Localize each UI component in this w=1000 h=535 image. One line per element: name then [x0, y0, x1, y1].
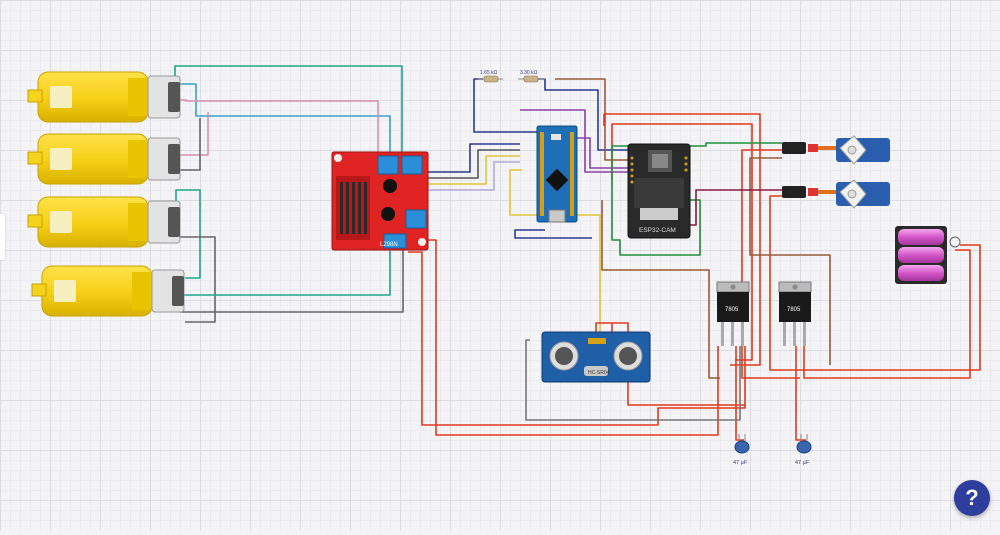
wire-blue-m1: [180, 83, 391, 156]
resistor-2-label: 3.30 kΩ: [520, 70, 538, 76]
wire-gray-m2: [180, 118, 201, 171]
servo-2[interactable]: [782, 179, 890, 209]
motor-2[interactable]: [27, 133, 181, 185]
motor-3[interactable]: [27, 196, 181, 248]
resistor-1-label: 1.65 kΩ: [480, 70, 498, 76]
regulator-2-label: 7805: [787, 307, 801, 313]
wire-brown-servo: [749, 157, 831, 365]
ultrasonic-sensor[interactable]: HC-SR04: [541, 331, 651, 383]
wire-pink-m2: [180, 112, 209, 156]
wire-teal-m4: [180, 248, 391, 296]
capacitor-1-label: 47 µF: [733, 460, 748, 466]
regulator-1-label: 7805: [725, 307, 739, 313]
servo-1[interactable]: [782, 135, 890, 165]
ultrasonic-label: HC-SR04: [588, 370, 610, 376]
wire-red-8: [795, 346, 806, 441]
battery-pack[interactable]: [895, 226, 961, 284]
wire-purple-nano: [520, 109, 630, 173]
wire-navy-us: [514, 229, 592, 239]
wire-gray-us: [525, 339, 741, 421]
side-panel-tab[interactable]: [0, 214, 5, 260]
wire-yellow-d3: [428, 155, 520, 185]
resistor-2[interactable]: 3.30 kΩ: [518, 70, 545, 83]
wire-gray-m4: [180, 248, 404, 313]
wire-brown-reg: [601, 200, 720, 379]
wire-red-3: [595, 322, 745, 406]
wire-green-servo: [611, 142, 782, 256]
wire-red-10: [735, 346, 744, 441]
motor-driver-l298n[interactable]: L298N: [331, 151, 429, 251]
wire-red-4: [603, 113, 761, 366]
wire-gray-m3: [180, 236, 216, 323]
wire-maroon-servo: [690, 189, 782, 226]
wire-gray-d2: [428, 149, 520, 179]
wire-lav-d4: [428, 161, 520, 191]
wire-red-2: [408, 251, 746, 426]
wire-red-6: [741, 149, 800, 379]
motor-4[interactable]: [31, 265, 185, 317]
capacitor-2[interactable]: 47 µF: [795, 434, 812, 466]
capacitor-2-label: 47 µF: [795, 460, 810, 466]
arduino-nano[interactable]: [536, 125, 578, 223]
driver-label: L298N: [380, 242, 398, 248]
wire-navy-d1: [428, 143, 520, 173]
capacitor-1[interactable]: 47 µF: [733, 434, 750, 466]
wire-brown-r3: [555, 78, 630, 161]
wire-pink-m1: [180, 99, 379, 156]
esp32-cam[interactable]: ESP32-CAM: [627, 143, 691, 239]
wire-red-9: [803, 249, 971, 379]
motor-1[interactable]: [27, 71, 181, 123]
esp-label: ESP32-CAM: [639, 227, 676, 234]
wire-red-7: [769, 195, 981, 371]
wire-navy-r1: [473, 78, 540, 133]
wire-teal-m1: [174, 65, 403, 156]
wires: [174, 65, 981, 441]
help-button[interactable]: ?: [954, 480, 990, 516]
wire-yellow-us: [509, 169, 601, 332]
regulator-2[interactable]: 7805: [778, 281, 812, 346]
regulator-1[interactable]: 7805: [716, 281, 750, 346]
wire-red-5: [611, 123, 753, 361]
resistor-1[interactable]: 1.65 kΩ: [478, 70, 503, 83]
